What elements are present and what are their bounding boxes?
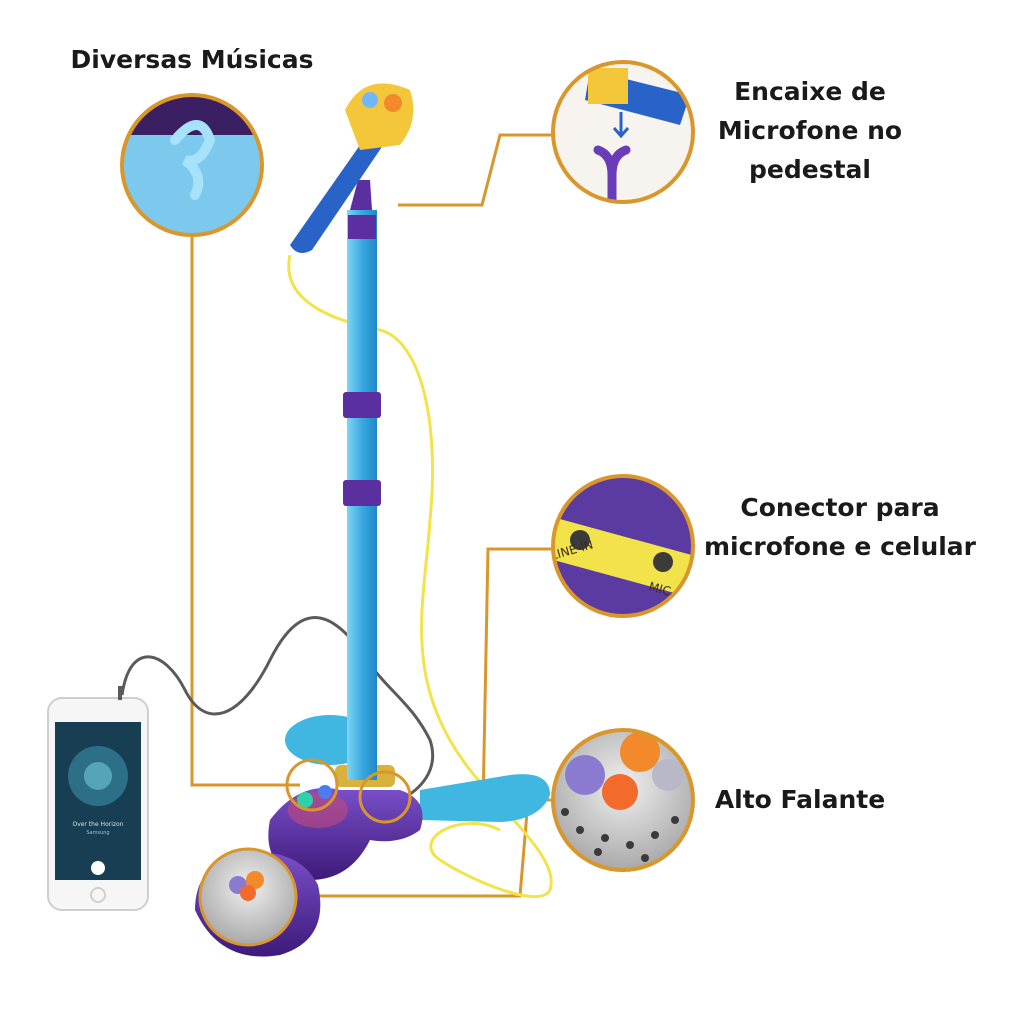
- phone-cable: [120, 616, 435, 802]
- stand-pole: [343, 180, 381, 780]
- callout-line-music: [190, 235, 300, 787]
- mic-cable: [287, 254, 553, 899]
- callout-line-mic-holder: [398, 133, 553, 207]
- label-conector: Conector para microfone e celular: [703, 493, 977, 561]
- label-diversas-musicas: Diversas Músicas: [70, 45, 314, 74]
- microphone: [290, 83, 414, 254]
- callout-speaker-detail: [551, 728, 695, 872]
- callout-connector-detail: LINE-IN MIC: [551, 474, 695, 618]
- label-alto-falante: Alto Falante: [714, 785, 886, 814]
- smartphone: [47, 686, 149, 911]
- label-encaixe-microfone: Encaixe de Microfone no pedestal: [717, 77, 903, 184]
- callout-speaker-base-detail: [198, 847, 298, 947]
- callout-music-detail: [120, 93, 264, 237]
- callout-small-circles: [285, 758, 412, 824]
- port-label-mic: MIC: [647, 579, 672, 598]
- callout-mic-holder-detail: [551, 60, 695, 204]
